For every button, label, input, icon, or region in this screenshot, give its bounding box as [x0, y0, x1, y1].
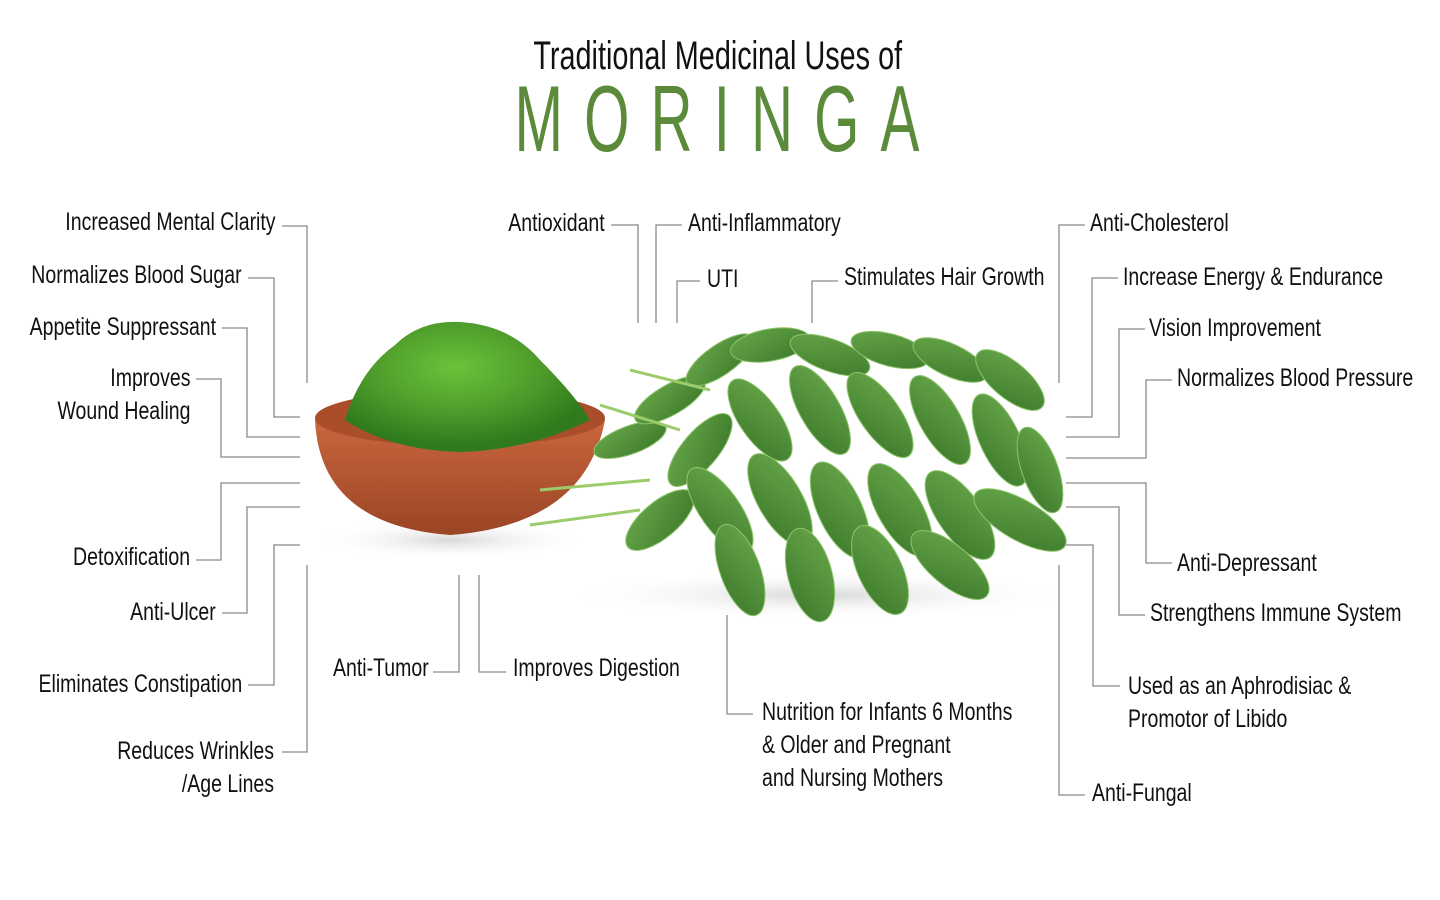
label-increase-energy: Increase Energy & Endurance [1123, 263, 1384, 291]
label-eliminates-constipation: Eliminates Constipation [38, 670, 242, 698]
label-line: Wound Healing [57, 397, 190, 425]
label-anti-tumor: Anti-Tumor [333, 654, 429, 682]
label-line: /Age Lines [181, 770, 274, 798]
label-anti-inflammatory: Anti-Inflammatory [688, 209, 841, 237]
label-line: Promotor of Libido [1128, 705, 1288, 733]
label-line: Reduces Wrinkles [117, 737, 274, 765]
label-line: Improves [109, 364, 190, 392]
label-anti-depressant: Anti-Depressant [1177, 549, 1317, 577]
label-improves-digestion: Improves Digestion [513, 654, 680, 682]
label-normalizes-blood-pressure: Normalizes Blood Pressure [1177, 364, 1414, 392]
leaf-pile [529, 327, 1080, 623]
label-anti-cholesterol: Anti-Cholesterol [1090, 209, 1229, 237]
label-line: Nutrition for Infants 6 Months [762, 698, 1013, 726]
label-detoxification: Detoxification [72, 543, 190, 571]
label-uti: UTI [707, 265, 739, 293]
label-stimulates-hair-growth: Stimulates Hair Growth [844, 263, 1045, 291]
label-reduces-wrinkles: Reduces Wrinkles /Age Lines [117, 735, 274, 801]
bowl-with-paste [310, 321, 605, 560]
label-improves-wound-healing: Improves Wound Healing [57, 362, 190, 428]
subtitle: Traditional Medicinal Uses of [533, 34, 903, 78]
label-antioxidant: Antioxidant [508, 209, 605, 237]
label-increased-mental-clarity: Increased Mental Clarity [65, 208, 276, 236]
moringa-photo [310, 321, 1080, 623]
label-appetite-suppressant: Appetite Suppressant [29, 313, 216, 341]
label-anti-fungal: Anti-Fungal [1092, 779, 1192, 807]
label-line: and Nursing Mothers [762, 764, 944, 792]
label-strengthens-immune-system: Strengthens Immune System [1150, 599, 1402, 627]
label-aphrodisiac: Used as an Aphrodisiac & Promotor of Lib… [1128, 670, 1351, 736]
page-title: MORINGA [514, 66, 941, 171]
label-line: Used as an Aphrodisiac & [1128, 672, 1352, 700]
label-anti-ulcer: Anti-Ulcer [130, 598, 216, 626]
label-vision-improvement: Vision Improvement [1149, 314, 1321, 342]
label-line: & Older and Pregnant [762, 731, 951, 759]
label-nutrition-infants: Nutrition for Infants 6 Months & Older a… [762, 696, 1012, 795]
label-normalizes-blood-sugar: Normalizes Blood Sugar [31, 261, 242, 289]
